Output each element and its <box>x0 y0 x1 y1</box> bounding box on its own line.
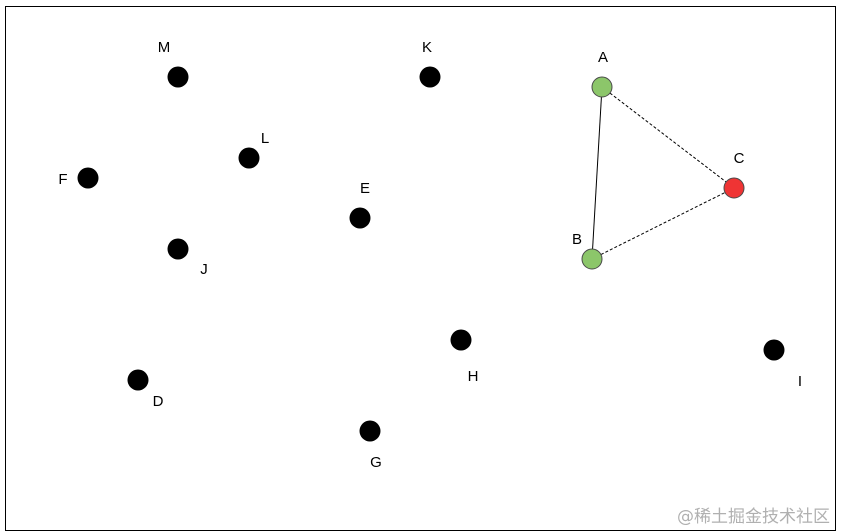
node-d <box>127 369 149 391</box>
node-label-g: G <box>370 454 382 471</box>
node-c <box>723 177 745 199</box>
edge-b-c <box>591 187 735 260</box>
node-b <box>581 248 603 270</box>
node-e <box>349 207 371 229</box>
node-m <box>167 66 189 88</box>
node-label-k: K <box>422 39 432 56</box>
node-label-f: F <box>58 171 67 188</box>
node-l <box>238 147 260 169</box>
node-k <box>419 66 441 88</box>
edge-a-c <box>601 86 735 189</box>
node-label-m: M <box>158 39 171 56</box>
node-h <box>450 329 472 351</box>
edges-layer <box>591 86 735 260</box>
watermark: @稀土掘金技术社区 <box>677 507 830 527</box>
node-label-c: C <box>734 150 745 167</box>
node-label-j: J <box>200 261 208 278</box>
node-label-h: H <box>468 368 479 385</box>
node-g <box>359 420 381 442</box>
node-label-a: A <box>598 49 608 66</box>
node-i <box>763 339 785 361</box>
node-f <box>77 167 99 189</box>
node-label-e: E <box>360 180 370 197</box>
node-label-i: I <box>798 373 802 390</box>
node-a <box>591 76 613 98</box>
node-j <box>167 238 189 260</box>
node-label-b: B <box>572 231 582 248</box>
diagram-frame <box>5 6 836 531</box>
nodes-layer <box>77 66 785 442</box>
node-label-l: L <box>261 130 269 147</box>
node-label-d: D <box>153 393 164 410</box>
edge-a-b <box>591 86 603 260</box>
labels-layer: A B C D E F G H I J K L M <box>58 39 802 471</box>
